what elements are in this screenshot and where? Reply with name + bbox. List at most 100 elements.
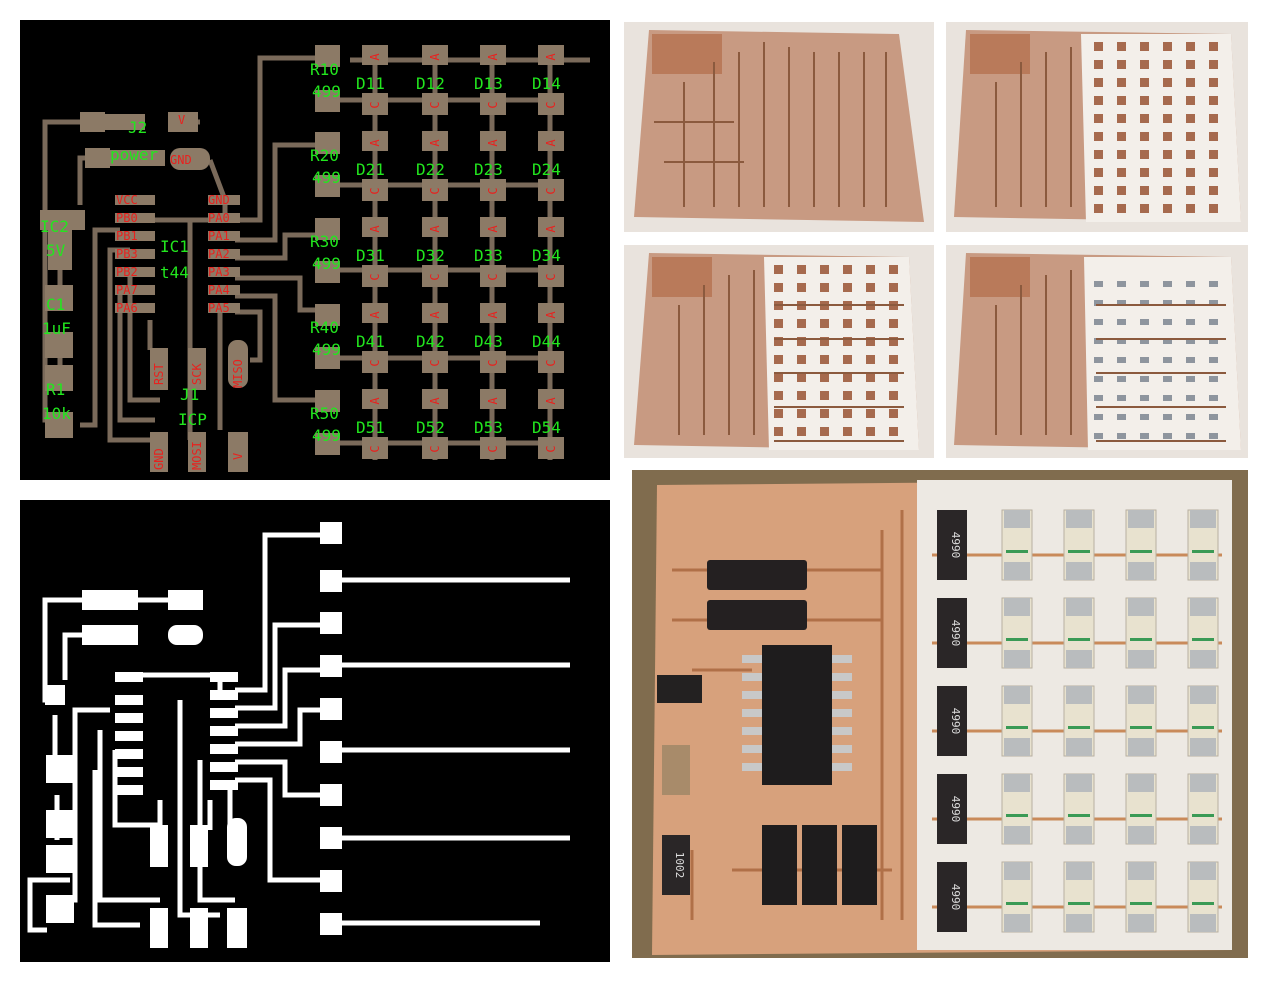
pad [208,285,240,295]
mask-pad [1094,132,1103,141]
mask-pad [1140,300,1149,306]
c1-value-label: 1uF [42,319,71,338]
mask-pad [1163,150,1172,159]
led-anode-label: A [486,53,500,61]
mask-pad [1186,376,1195,382]
icp-pin-label: GND [152,448,166,470]
pad [208,231,240,241]
mask-pad [1163,168,1172,177]
mask-pad [1094,300,1103,306]
ic1-pin-label: PA6 [116,301,138,315]
resistor-part [662,835,690,895]
led-cathode-label: C [368,359,382,366]
ic2-label: IC2 [40,217,69,236]
mask-pad [1140,338,1149,344]
mask-pad [1094,433,1103,439]
led-anode-pad [538,131,564,151]
ic1-pin-label: PA2 [208,247,230,261]
pad [208,249,240,259]
led-anode-label: A [428,53,442,61]
resistor-marking: 4990 [949,796,962,823]
pad [115,303,155,313]
led-anode-pad [538,45,564,65]
led-ref-label: D52 [416,418,445,437]
mask-pad [889,283,898,292]
mask-pad [889,337,898,346]
mask-pad [1140,114,1149,123]
mask-pad [1163,376,1172,382]
mask-pad [1140,186,1149,195]
mask-pad [866,355,875,364]
mask-pad [843,355,852,364]
mask-pad [1209,300,1218,306]
mask-pad [1186,357,1195,363]
mask-pad [1186,414,1195,420]
mask-pad [797,355,806,364]
mask-pad [797,409,806,418]
mask-pad [1117,300,1126,306]
photo-board-soldered-pads [946,245,1248,458]
mask-pad [774,355,783,364]
mask-pad [820,337,829,346]
header-pin [762,825,797,905]
ic1-pin-label: PB2 [116,265,138,279]
ic1-label: IC1 [160,237,189,256]
led-cathode-label: C [428,445,442,452]
mask-pad [1140,376,1149,382]
led-ref-label: D23 [474,160,503,179]
mask-pad [1209,186,1218,195]
mask-pad [1117,132,1126,141]
mask-pad [1163,60,1172,69]
mask-pad [1186,42,1195,51]
led-anode-label: A [428,397,442,405]
mask-pad [1094,204,1103,213]
led-anode-pad [480,303,506,323]
mask-pad [797,427,806,436]
mask-pad [1140,204,1149,213]
ic1-pin-label: GND [208,193,230,207]
mask-pad [1140,433,1149,439]
led-cathode-pad [480,437,506,459]
led-anode-pad [362,389,388,409]
mask-pad [820,355,829,364]
pad [85,148,110,168]
led-anode-pad [422,303,448,323]
led-anode-label: A [368,53,382,61]
mask-pad [1186,150,1195,159]
led-cathode-label: C [368,101,382,108]
photo-board-with-mask [946,22,1248,232]
jumper-part [707,600,807,630]
led-ref-label: D31 [356,246,385,265]
c1-label: C1 [46,295,65,314]
mask-pad [1186,60,1195,69]
led-ref-label: D33 [474,246,503,265]
led-cathode-label: C [368,273,382,280]
r1-label: R1 [46,380,65,399]
led-ref-label: D53 [474,418,503,437]
mask-pad [843,265,852,274]
led-cathode-pad [422,437,448,459]
led-cathode-pad [538,265,564,287]
led-anode-label: A [544,397,558,405]
pad [80,112,105,132]
mask-pad [866,265,875,274]
icp-pin-label: MISO [231,359,245,388]
mask-pad [1186,395,1195,401]
pad [315,175,340,197]
led-cathode-pad [362,437,388,459]
ic1-pin-label: PA4 [208,283,230,297]
icp-pin-label: V [231,453,245,460]
led-cathode-label: C [544,101,558,108]
mask-pad [797,319,806,328]
jumper-part [707,560,807,590]
pad [315,433,340,455]
led-cathode-label: C [368,445,382,452]
resistor-ref-label: R20 [310,146,339,165]
mask-pad [1209,395,1218,401]
led-cathode-label: C [486,187,500,194]
mask-pad [797,337,806,346]
led-ref-label: D54 [532,418,561,437]
mask-pad [1209,414,1218,420]
ic1-pin-label: PA7 [116,283,138,297]
led-ref-label: D42 [416,332,445,351]
